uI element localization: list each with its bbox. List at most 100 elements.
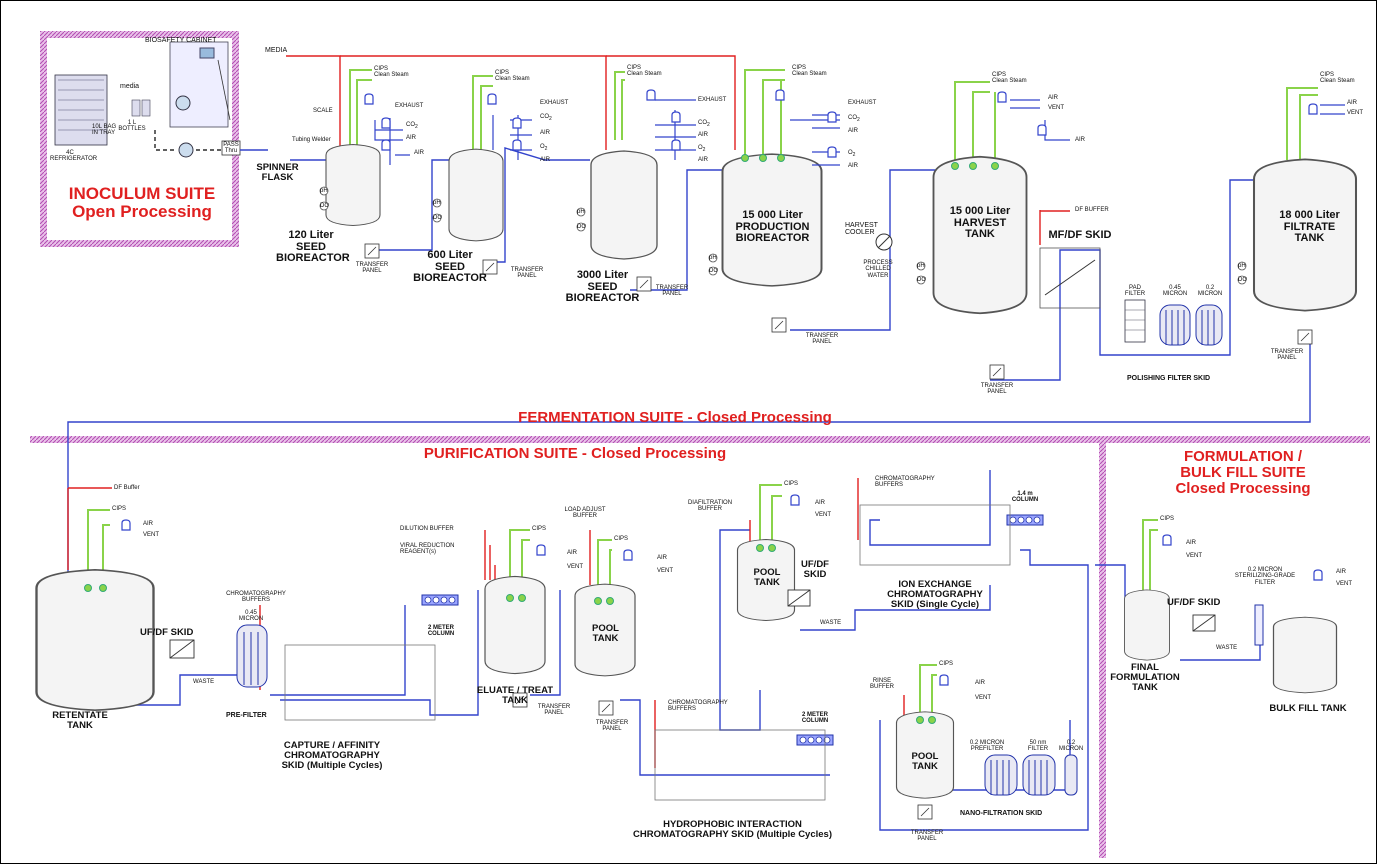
vent-label-2: VENT	[1347, 110, 1364, 116]
cips-label-9: CIPS	[614, 536, 629, 542]
media-lines	[286, 55, 1070, 245]
co2-label-4: CO2	[848, 115, 860, 124]
do-label-5: DO	[917, 277, 926, 283]
fermentation-suite-title: FERMENTATION SUITE - Closed Processing	[518, 409, 832, 426]
nano-skid-label: NANO-FILTRATION SKID	[960, 810, 1043, 817]
air-label-12: AIR	[143, 521, 154, 527]
tubing-welder-label: Tubing Welder	[292, 137, 331, 143]
do-label-4: DO	[709, 268, 718, 274]
ph-label-1: pH	[320, 188, 328, 194]
bulk-fill-vessel	[1272, 616, 1338, 694]
air-label-9: AIR	[1048, 95, 1059, 101]
cips-label-7: CIPS	[112, 506, 127, 512]
inoculum-boundary-left	[40, 31, 47, 247]
vent-label-9: VENT	[1336, 581, 1353, 587]
purification-suite-title: PURIFICATION SUITE - Closed Processing	[423, 445, 727, 462]
biosafety-cabinet-icon	[169, 41, 229, 128]
exhaust-label-1: EXHAUST	[395, 103, 424, 109]
eluate-vessel	[484, 575, 546, 675]
ufdf-label-1: UF/DF SKID	[140, 627, 194, 638]
vent-label-8: VENT	[1186, 553, 1203, 559]
prefilter-label: PRE-FILTER	[226, 712, 267, 719]
vent-label-4: VENT	[567, 564, 584, 570]
inoculum-boundary-right	[232, 31, 239, 247]
air-label-2: AIR	[414, 150, 425, 156]
ph-label-2: pH	[433, 200, 441, 206]
retentate-vessel	[35, 568, 155, 712]
air-label-10: AIR	[1075, 137, 1086, 143]
media-inlet-label: MEDIA	[265, 47, 288, 54]
vent-label-1: VENT	[1048, 105, 1065, 111]
vent-label-3: VENT	[143, 532, 160, 538]
inoculum-boundary-top	[40, 31, 236, 38]
nano-filters	[984, 754, 1078, 796]
o2-label-3: O2	[698, 145, 706, 154]
bulk-fill-label: BULK FILL TANK	[1269, 703, 1347, 714]
ph-label-4: pH	[709, 255, 717, 261]
air-label-7: AIR	[848, 128, 859, 134]
air-label-13: AIR	[567, 550, 578, 556]
air-label-3: AIR	[540, 130, 551, 136]
vent-label-7: VENT	[975, 695, 992, 701]
waste-label-2: WASTE	[820, 620, 842, 626]
cips-label-12: CIPS	[1160, 516, 1175, 522]
df-buffer-label-2: DF Buffer	[114, 485, 140, 491]
cips-label-10: CIPS	[784, 481, 799, 487]
o2-label-2: O2	[540, 144, 548, 153]
air-label-14: AIR	[657, 555, 668, 561]
seed600-vessel	[448, 148, 504, 242]
vent-label-5: VENT	[657, 568, 674, 574]
air-label-6: AIR	[698, 157, 709, 163]
ph-label-3: pH	[577, 209, 585, 215]
o2-label-4: O2	[848, 150, 856, 159]
purification-utility-lines	[87, 484, 1158, 718]
air-label-11: AIR	[1347, 100, 1358, 106]
co2-label-1: CO2	[406, 122, 418, 131]
air-label-8: AIR	[848, 163, 859, 169]
do-label-1: DO	[320, 203, 329, 209]
do-label-6: DO	[1238, 277, 1247, 283]
vent-label-6: VENT	[815, 512, 832, 518]
ufdf-label-2: UF/DF SKID	[1167, 597, 1221, 608]
cips-label-11: CIPS	[939, 661, 954, 667]
seed3000-vessel	[590, 150, 658, 260]
final-formulation-vessel	[1124, 589, 1170, 661]
